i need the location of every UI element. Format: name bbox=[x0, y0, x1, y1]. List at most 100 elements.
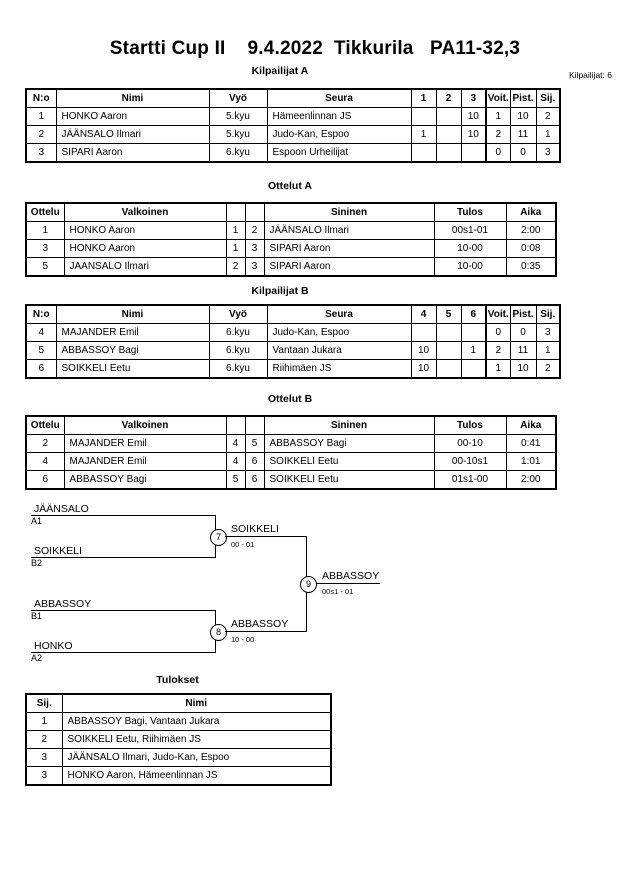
cell-m3: 10 bbox=[460, 107, 487, 126]
col-white-no bbox=[225, 415, 246, 435]
table-row: 3 HONKO Aaron 1 3 SIPARI Aaron 10-00 0:0… bbox=[25, 239, 557, 258]
cell-blue-no: 6 bbox=[244, 452, 265, 471]
bracket-seed-code-4: A2 bbox=[31, 653, 43, 663]
col-no: N:o bbox=[25, 304, 57, 324]
cell-name: ABBASSOY Bagi bbox=[55, 341, 210, 360]
cell-m2 bbox=[435, 359, 462, 379]
bracket-match-number-9: 9 bbox=[300, 576, 317, 593]
col-opponent-4: 4 bbox=[410, 304, 437, 324]
cell-club: Judo-Kan, Espoo bbox=[266, 323, 412, 342]
cell-wins: 0 bbox=[485, 323, 511, 342]
bracket-seed-name-1: JÄÄNSALO bbox=[34, 503, 89, 515]
cell-m2 bbox=[435, 125, 462, 144]
col-wins: Voit. bbox=[485, 304, 511, 324]
col-match-no: Ottelu bbox=[25, 202, 65, 222]
table-header-row: N:o Nimi Vyö Seura 4 5 6 Voit. Pist. Sij… bbox=[25, 304, 561, 324]
col-points: Pist. bbox=[509, 88, 537, 108]
col-belt: Vyö bbox=[208, 304, 268, 324]
cell-belt: 5.kyu bbox=[208, 107, 268, 126]
table-row: 2 MAJANDER Emil 4 5 ABBASSOY Bagi 00-10 … bbox=[25, 434, 557, 453]
col-opponent-2: 2 bbox=[435, 88, 462, 108]
col-blue-no bbox=[244, 415, 265, 435]
entrant-count: Kilpailijat: 6 bbox=[569, 70, 612, 80]
table-row: 5 ABBASSOY Bagi 6.kyu Vantaan Jukara 10 … bbox=[25, 341, 561, 360]
cell-white: MAJANDER Emil bbox=[63, 434, 227, 453]
cell-name: HONKO Aaron, Hämeenlinnan JS bbox=[61, 766, 332, 786]
cell-name: SOIKKELI Eetu, Riihimäen JS bbox=[61, 730, 332, 749]
cell-match-no: 4 bbox=[25, 452, 65, 471]
cell-match-no: 5 bbox=[25, 257, 65, 277]
table-header-row: N:o Nimi Vyö Seura 1 2 3 Voit. Pist. Sij… bbox=[25, 88, 561, 108]
cell-name: MAJANDER Emil bbox=[55, 323, 210, 342]
col-opponent-6: 6 bbox=[460, 304, 487, 324]
col-blue: Sininen bbox=[263, 202, 435, 222]
cell-white: HONKO Aaron bbox=[63, 221, 227, 240]
col-white-no bbox=[225, 202, 246, 222]
col-time: Aika bbox=[505, 415, 557, 435]
cell-points: 10 bbox=[509, 359, 537, 379]
cell-blue-no: 6 bbox=[244, 470, 265, 490]
col-white: Valkoinen bbox=[63, 415, 227, 435]
cell-blue: SIPARI Aaron bbox=[263, 257, 435, 277]
bracket-score-sf1: 00 - 01 bbox=[231, 540, 255, 549]
cell-match-no: 6 bbox=[25, 470, 65, 490]
cell-time: 2:00 bbox=[505, 470, 557, 490]
bracket-line-seed-4 bbox=[31, 652, 216, 653]
col-no: N:o bbox=[25, 88, 57, 108]
cell-no: 2 bbox=[25, 125, 57, 144]
table-row: 4 MAJANDER Emil 4 6 SOIKKELI Eetu 00-10s… bbox=[25, 452, 557, 471]
cell-m3 bbox=[460, 323, 487, 342]
bracket-score-final: 00s1 - 01 bbox=[322, 587, 354, 596]
cell-m3 bbox=[460, 359, 487, 379]
cell-result: 01s1-00 bbox=[433, 470, 507, 490]
table-header-row: Sij. Nimi bbox=[25, 693, 332, 713]
cell-blue-no: 2 bbox=[244, 221, 265, 240]
cell-time: 1:01 bbox=[505, 452, 557, 471]
col-name: Nimi bbox=[55, 88, 210, 108]
caption-pool-b: Kilpailijat B bbox=[251, 285, 309, 297]
cell-rank: 2 bbox=[535, 107, 561, 126]
cell-points: 0 bbox=[509, 323, 537, 342]
table-row: 2 JÄÄNSALO Ilmari 5.kyu Judo-Kan, Espoo … bbox=[25, 125, 561, 144]
cell-match-no: 2 bbox=[25, 434, 65, 453]
cell-no: 1 bbox=[25, 107, 57, 126]
col-match-no: Ottelu bbox=[25, 415, 65, 435]
cell-m2 bbox=[435, 341, 462, 360]
cell-no: 6 bbox=[25, 359, 57, 379]
cell-rank: 1 bbox=[535, 341, 561, 360]
table-row: 5 JAANSALO Ilmari 2 3 SIPARI Aaron 10-00… bbox=[25, 257, 557, 277]
results-table: Sij. Nimi 1 ABBASSOY Bagi, Vantaan Jukar… bbox=[25, 693, 332, 786]
bracket-seed-name-2: SOIKKELI bbox=[34, 545, 82, 557]
col-name: Nimi bbox=[55, 304, 210, 324]
matches-a-body: 1 HONKO Aaron 1 2 JÄÄNSALO Ilmari 00s1-0… bbox=[25, 221, 557, 277]
cell-white: MAJANDER Emil bbox=[63, 452, 227, 471]
table-row: 6 ABBASSOY Bagi 5 6 SOIKKELI Eetu 01s1-0… bbox=[25, 470, 557, 490]
cell-white: JAANSALO Ilmari bbox=[63, 257, 227, 277]
cell-blue-no: 3 bbox=[244, 239, 265, 258]
caption-matches-b: Ottelut B bbox=[267, 393, 313, 405]
table-row: 1 ABBASSOY Bagi, Vantaan Jukara bbox=[25, 712, 332, 731]
cell-blue: JÄÄNSALO Ilmari bbox=[263, 221, 435, 240]
cell-time: 0:35 bbox=[505, 257, 557, 277]
matches-a-table: Ottelu Valkoinen Sininen Tulos Aika 1 HO… bbox=[25, 202, 557, 277]
table-row: 3 SIPARI Aaron 6.kyu Espoon Urheilijat 0… bbox=[25, 143, 561, 163]
caption-pool-a: Kilpailijat A bbox=[251, 65, 309, 77]
cell-belt: 6.kyu bbox=[208, 341, 268, 360]
bracket-seed-code-1: A1 bbox=[31, 516, 43, 526]
matches-b-table: Ottelu Valkoinen Sininen Tulos Aika 2 MA… bbox=[25, 415, 557, 490]
bracket-score-sf2: 10 - 00 bbox=[231, 635, 255, 644]
cell-result: 00-10s1 bbox=[433, 452, 507, 471]
bracket-line-seed-1 bbox=[31, 515, 216, 516]
cell-match-no: 3 bbox=[25, 239, 65, 258]
table-row: 3 HONKO Aaron, Hämeenlinnan JS bbox=[25, 766, 332, 786]
cell-rank: 2 bbox=[535, 359, 561, 379]
cell-result: 00-10 bbox=[433, 434, 507, 453]
cell-wins: 0 bbox=[485, 143, 511, 163]
bracket-seed-name-4: HONKO bbox=[34, 640, 73, 652]
bracket-winner-sf2: ABBASSOY bbox=[231, 618, 289, 630]
cell-blue-no: 5 bbox=[244, 434, 265, 453]
bracket-seed-name-3: ABBASSOY bbox=[34, 598, 92, 610]
pool-a-body: 1 HONKO Aaron 5.kyu Hämeenlinnan JS 10 1… bbox=[25, 107, 561, 163]
cell-belt: 5.kyu bbox=[208, 125, 268, 144]
bracket-winner-final: ABBASSOY bbox=[322, 570, 380, 582]
